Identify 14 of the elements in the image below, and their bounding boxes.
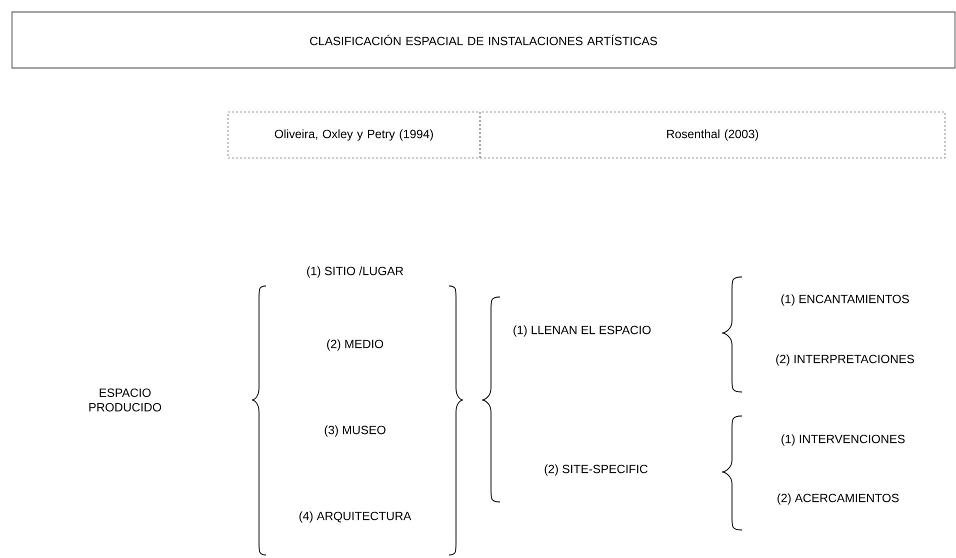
category-label: ESPACIO PRODUCIDO <box>89 388 162 412</box>
category-label: (4) ARQUITECTURA <box>299 511 412 523</box>
category-label: (2) SITE-SPECIFIC <box>544 464 648 476</box>
category-label: (2) ACERCAMIENTOS <box>778 493 899 505</box>
category-label: (1) INTERVENCIONES <box>782 434 905 446</box>
category-label: (2) MEDIO <box>327 339 384 351</box>
category-label: (1) ENCANTAMIENTOS <box>781 294 909 306</box>
category-label: (3) MUSEO <box>324 425 386 437</box>
header-cell: Rosenthal (2003) <box>480 112 946 158</box>
title-box: CLASIFICACIÓN ESPACIAL DE INSTALACIONES ARTÍSTICAS <box>12 12 956 68</box>
category-label: (2) INTERPRETACIONES <box>776 354 914 366</box>
category-label: (1) SITIO /LUGAR <box>307 266 404 278</box>
category-label: (1) LLENAN EL ESPACIO <box>514 325 651 337</box>
header-cell: Oliveira, Oxley y Petry (1994) <box>228 112 480 158</box>
